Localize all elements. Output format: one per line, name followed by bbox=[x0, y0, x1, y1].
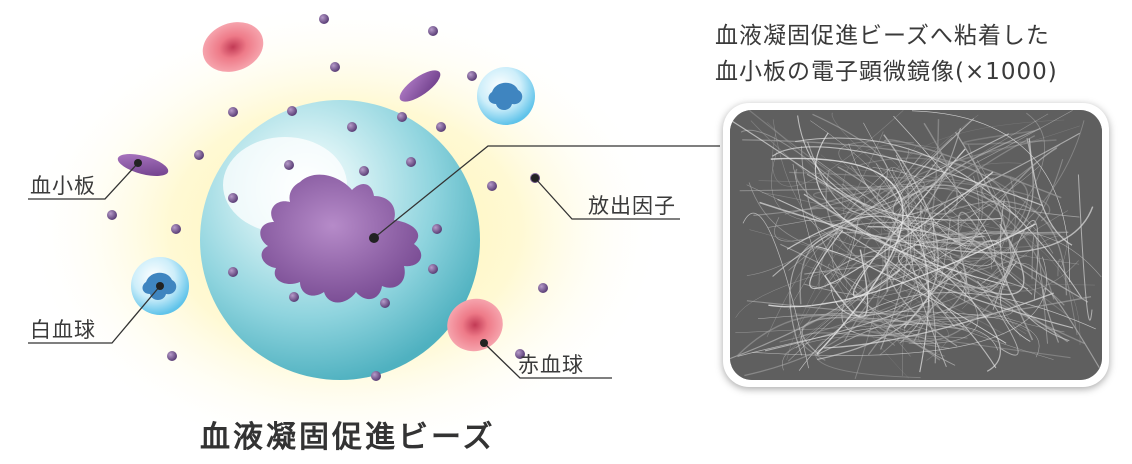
leader-dot-release bbox=[531, 174, 539, 182]
diagram-title: 血液凝固促進ビーズ bbox=[200, 420, 496, 455]
platelet bbox=[399, 70, 441, 102]
activated-platelet bbox=[260, 174, 422, 303]
electron-micrograph-frame bbox=[723, 103, 1109, 387]
label-release-factor: 放出因子 bbox=[588, 194, 676, 218]
leader-wbc bbox=[28, 285, 161, 344]
red-blood-cell bbox=[202, 22, 264, 72]
electron-micrograph bbox=[730, 110, 1102, 380]
caption-line-2: 血小板の電子顕微鏡像(×1000) bbox=[715, 59, 1058, 85]
leader-platelet bbox=[28, 162, 139, 200]
red-blood-cell bbox=[447, 298, 503, 352]
platelet bbox=[117, 154, 169, 176]
label-white-blood-cell: 白血球 bbox=[30, 318, 96, 342]
leader-dot-platelet bbox=[134, 159, 142, 167]
leader-dot-rbc bbox=[480, 339, 488, 347]
leader-release bbox=[534, 177, 680, 220]
label-platelet: 血小板 bbox=[30, 174, 96, 198]
leader-dot-activated bbox=[369, 233, 379, 243]
leader-rbc bbox=[483, 342, 612, 379]
fiber-network bbox=[730, 110, 1102, 380]
leader-activated bbox=[373, 145, 720, 239]
white-blood-cell bbox=[477, 67, 535, 125]
release-factor-dots bbox=[107, 14, 548, 381]
caption-line-1: 血液凝固促進ビーズへ粘着した bbox=[715, 23, 1050, 49]
label-red-blood-cell: 赤血球 bbox=[518, 353, 584, 377]
leader-dot-wbc bbox=[156, 282, 164, 290]
